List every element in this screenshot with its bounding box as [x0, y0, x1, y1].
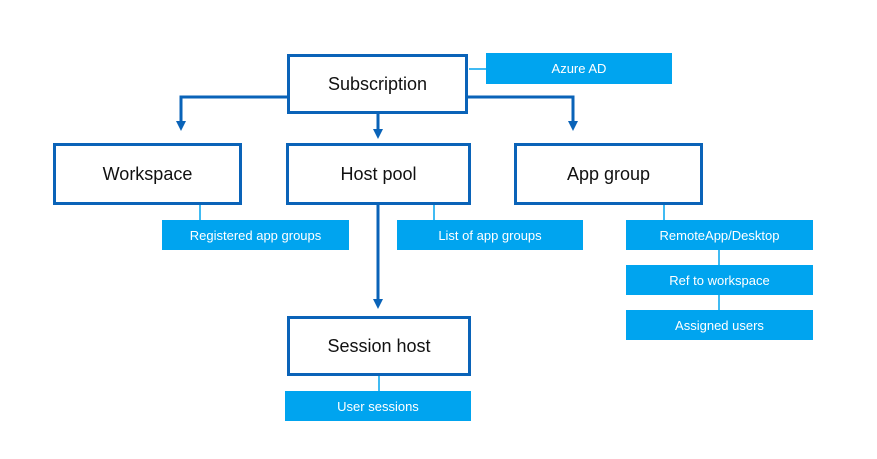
user-sessions-tag: User sessions: [285, 391, 471, 421]
arrow-subscription-to-app-group: [467, 95, 578, 131]
session-host-box: Session host: [287, 316, 471, 376]
remoteapp-desktop-tag: RemoteApp/Desktop: [626, 220, 813, 250]
azure-ad-tag: Azure AD: [486, 53, 672, 84]
registered-app-groups-tag: Registered app groups: [162, 220, 349, 250]
ref-to-workspace-tag: Ref to workspace: [626, 265, 813, 295]
app-group-box: App group: [514, 143, 703, 205]
arrow-subscription-to-workspace: [176, 95, 288, 131]
workspace-box: Workspace: [53, 143, 242, 205]
assigned-users-tag: Assigned users: [626, 310, 813, 340]
subscription-box: Subscription: [287, 54, 468, 114]
list-of-app-groups-tag: List of app groups: [397, 220, 583, 250]
host-pool-box: Host pool: [286, 143, 471, 205]
